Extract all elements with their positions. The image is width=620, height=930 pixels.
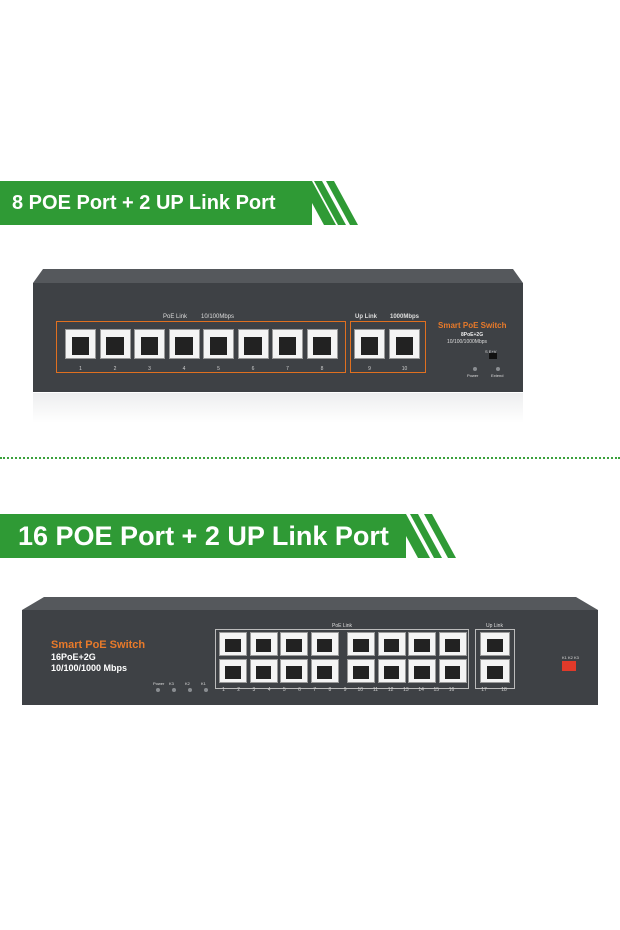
port-number-7: 7 xyxy=(313,687,317,693)
banner-16-port-text: 16 POE Port + 2 UP Link Port xyxy=(18,520,389,551)
poe-port-8[interactable] xyxy=(306,329,338,359)
poe-port-5[interactable] xyxy=(203,329,234,359)
poe-port-11[interactable] xyxy=(377,632,406,656)
poe-port-4[interactable] xyxy=(168,329,200,359)
port-number-17: 17 xyxy=(481,687,487,693)
poe-port-13[interactable] xyxy=(408,632,436,656)
port-number-3: 3 xyxy=(148,366,151,372)
poe-port-12[interactable] xyxy=(377,659,406,683)
poe-port-1[interactable] xyxy=(219,632,247,656)
section-divider xyxy=(0,457,620,459)
uplink-port-group-box xyxy=(350,321,426,373)
uplink-port-10[interactable] xyxy=(389,329,420,359)
port-number-9: 9 xyxy=(368,366,371,372)
poe-port-4[interactable] xyxy=(249,659,278,683)
brand-16-label: Smart PoE Switch xyxy=(51,639,146,651)
uplink-port-18[interactable] xyxy=(480,659,510,683)
poe-port-group-box xyxy=(56,321,346,373)
poe-speed-label: 10/100Mbps xyxy=(201,314,235,320)
port-number-3: 3 xyxy=(252,687,256,693)
led-label-power: Power xyxy=(153,681,165,686)
led-label-k3: K3 xyxy=(169,681,174,686)
port-number-1: 1 xyxy=(222,687,225,693)
port-number-6: 6 xyxy=(298,687,301,693)
port-number-12: 12 xyxy=(387,687,394,693)
power-led xyxy=(473,367,477,371)
port-number-10: 10 xyxy=(357,687,364,693)
uplink-speed-label: 1000Mbps xyxy=(390,314,420,320)
poe-port-7[interactable] xyxy=(310,632,339,656)
poe-port-7[interactable] xyxy=(272,329,303,359)
banner-2-stripes xyxy=(394,514,456,558)
speed-label: 10/100/1000Mbps xyxy=(447,339,488,345)
port-number-8: 8 xyxy=(328,687,332,693)
poe-port-2[interactable] xyxy=(99,329,131,359)
status-led-k3 xyxy=(172,688,176,692)
port-number-4: 4 xyxy=(182,366,186,372)
port-number-4: 4 xyxy=(267,687,271,693)
banner-16-port: 16 POE Port + 2 UP Link Port xyxy=(0,514,406,558)
poe-port-8[interactable] xyxy=(310,659,339,683)
port-number-5: 5 xyxy=(217,366,220,372)
poe-port-frame xyxy=(215,629,469,689)
banner-8-port-text: 8 POE Port + 2 UP Link Port xyxy=(12,191,276,214)
brand-label: Smart PoE Switch xyxy=(438,321,507,330)
status-led-k2 xyxy=(188,688,192,692)
port-number-15: 15 xyxy=(433,687,440,693)
port-number-14: 14 xyxy=(418,687,424,693)
led-label-k1: K1 xyxy=(201,681,206,686)
port-number-1: 1 xyxy=(79,366,82,372)
extend-label: Extend xyxy=(491,373,504,378)
uplink-port-17[interactable] xyxy=(480,632,510,656)
uplink-port-frame xyxy=(475,629,515,689)
port-number-2: 2 xyxy=(237,687,241,693)
switch-8-reflection xyxy=(33,393,523,423)
poe-link-16-label: PoE Link xyxy=(332,623,353,629)
port-number-16: 16 xyxy=(448,687,455,693)
port-number-2: 2 xyxy=(113,366,117,372)
speed-16-label: 10/100/1000 Mbps xyxy=(51,663,128,673)
poe-port-6[interactable] xyxy=(280,659,308,683)
port-number-8: 8 xyxy=(320,366,324,372)
banner-1-stripes xyxy=(300,181,358,225)
port-number-11: 11 xyxy=(372,687,379,693)
mode-switch[interactable] xyxy=(489,353,497,359)
switch-16-chassis xyxy=(22,597,598,705)
poe-port-3[interactable] xyxy=(134,329,165,359)
poe-port-14[interactable] xyxy=(408,659,436,683)
port-number-18: 18 xyxy=(501,687,507,693)
extend-led xyxy=(496,367,500,371)
poe-port-6[interactable] xyxy=(237,329,269,359)
dip-labels: K1 K2 K3 xyxy=(562,655,579,660)
led-label-k2: K2 xyxy=(185,681,190,686)
dip-switch-label: S E+V xyxy=(485,349,497,354)
poe-port-10[interactable] xyxy=(347,659,375,683)
model-16-label: 16PoE+2G xyxy=(51,652,96,662)
poe-port-9[interactable] xyxy=(347,632,375,656)
banner-8-port: 8 POE Port + 2 UP Link Port xyxy=(0,181,312,225)
port-number-7: 7 xyxy=(286,366,289,372)
poe-port-16[interactable] xyxy=(438,659,467,683)
poe-port-1[interactable] xyxy=(65,329,96,359)
status-led-k1 xyxy=(204,688,208,692)
status-led-power xyxy=(156,688,160,692)
uplink-label: Up Link xyxy=(355,314,377,320)
port-number-13: 13 xyxy=(403,687,409,693)
uplink-16-label: Up Link xyxy=(486,623,503,629)
model-label: 8PoE+2G xyxy=(461,332,484,338)
switch-8-port: PoE Link 10/100Mbps Up Link 1000Mbps Sma… xyxy=(33,269,523,392)
dip-switch[interactable] xyxy=(562,661,576,671)
switch-16-port: Smart PoE Switch 16PoE+2G 10/100/1000 Mb… xyxy=(22,597,598,705)
poe-port-5[interactable] xyxy=(280,632,308,656)
poe-port-3[interactable] xyxy=(249,632,278,656)
port-number-10: 10 xyxy=(401,366,408,372)
power-label: Power xyxy=(467,373,479,378)
uplink-port-9[interactable] xyxy=(354,329,385,359)
poe-port-15[interactable] xyxy=(438,632,467,656)
port-number-6: 6 xyxy=(251,366,255,372)
port-number-9: 9 xyxy=(343,687,347,693)
poe-port-2[interactable] xyxy=(219,659,247,683)
port-number-5: 5 xyxy=(282,687,286,693)
poe-link-label: PoE Link xyxy=(163,314,188,320)
